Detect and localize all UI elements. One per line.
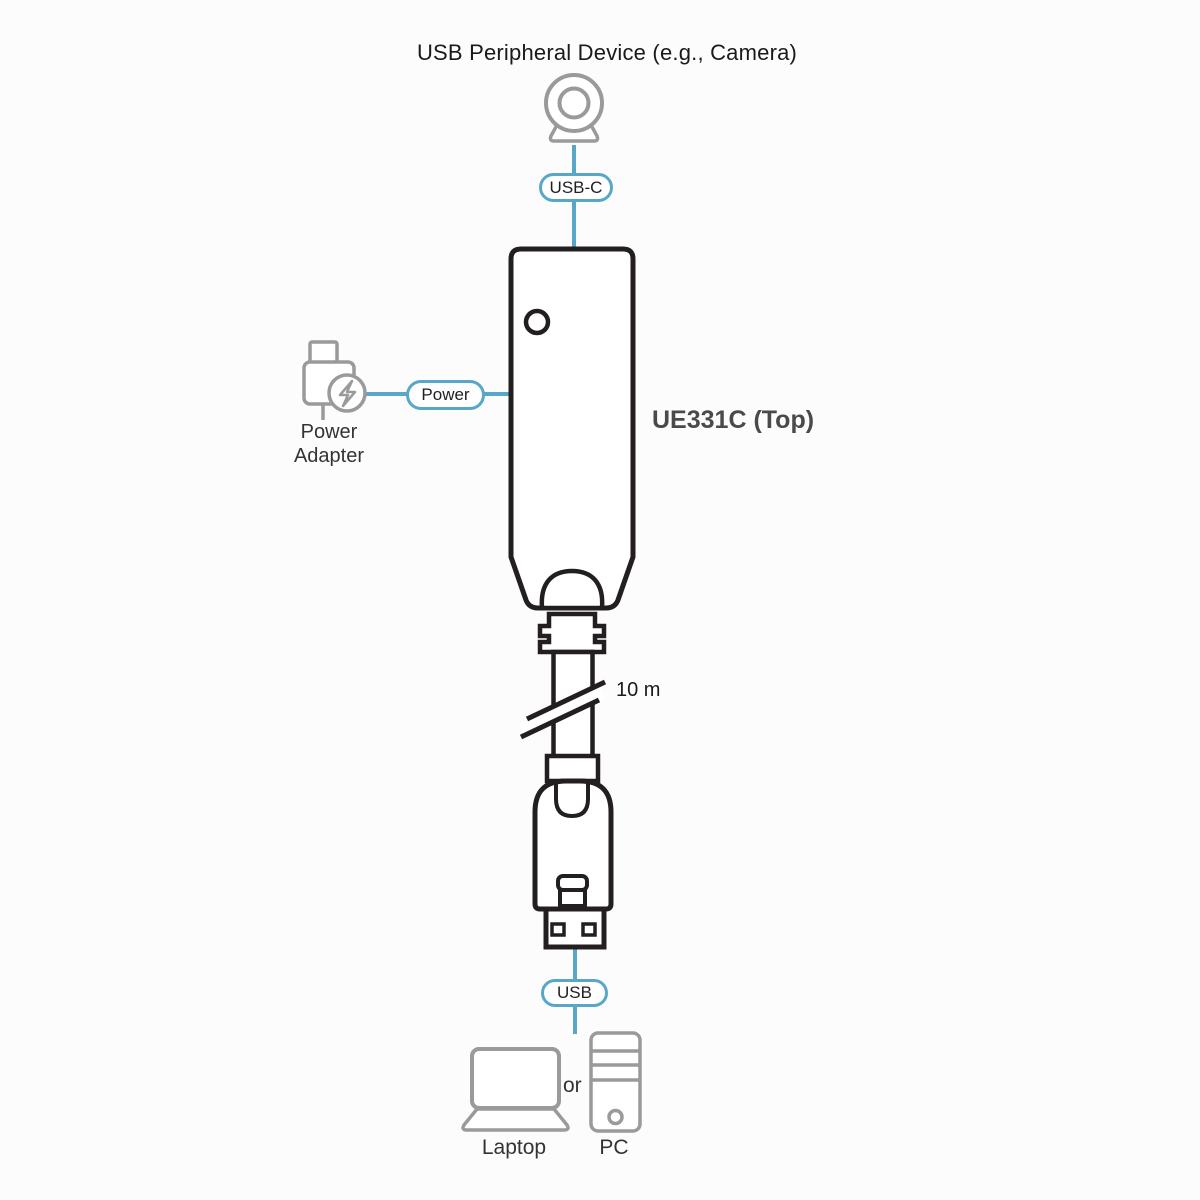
power-adapter-icon [302, 340, 367, 420]
cable-break-icon [518, 679, 607, 740]
usb-connector [532, 753, 614, 950]
power-port-badge: Power [406, 380, 485, 410]
connector-notch [554, 783, 590, 819]
device-bottom-dome [539, 568, 605, 611]
ue331c-device-body [508, 246, 636, 611]
usb-contact-left [550, 922, 566, 937]
lightning-bolt-icon [338, 379, 357, 408]
diagram-title: USB Peripheral Device (e.g., Camera) [416, 40, 798, 65]
led-indicator [523, 308, 551, 336]
pc-icon [589, 1031, 642, 1133]
usb-c-port-badge: USB-C [539, 173, 613, 202]
power-adapter-label: Power Adapter [293, 421, 365, 467]
connector-slot [556, 874, 589, 892]
usb-port-badge: USB [541, 979, 608, 1007]
or-label: or [563, 1074, 582, 1097]
laptop-label: Laptop [481, 1136, 547, 1159]
laptop-icon [461, 1047, 570, 1132]
device-model-label: UE331C (Top) [652, 406, 815, 434]
webcam-icon [544, 73, 604, 143]
cable-strain-relief [537, 611, 607, 655]
pc-label: PC [599, 1136, 629, 1159]
pc-power-button-icon [607, 1108, 624, 1126]
cable-length-label: 10 m [616, 679, 661, 701]
usb-contact-right [581, 922, 597, 937]
connector-tab [558, 888, 587, 908]
